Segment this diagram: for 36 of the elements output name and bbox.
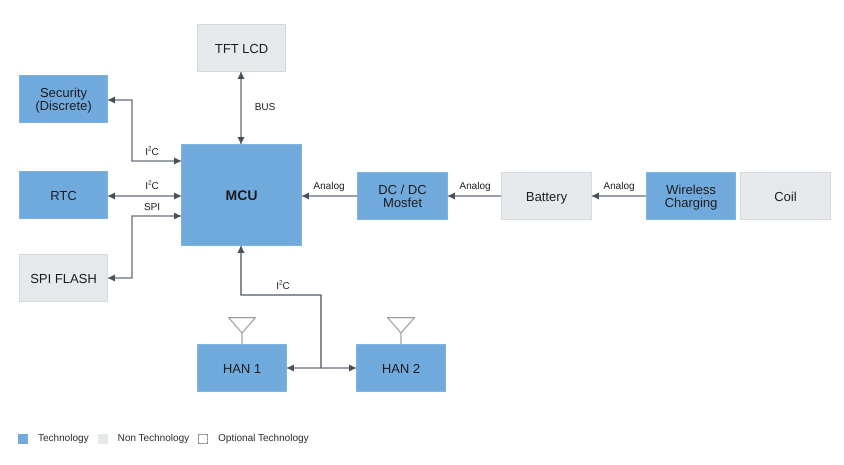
block-label: Security (Discrete) — [34, 86, 93, 112]
block-box — [181, 144, 302, 246]
block-box — [356, 344, 446, 392]
block-label: Coil — [773, 190, 798, 202]
block-label: RTC — [49, 188, 78, 202]
edge-label: Analog — [458, 181, 492, 193]
block-label: HAN 2 — [380, 362, 422, 374]
block-box — [357, 172, 448, 220]
block-box — [19, 171, 108, 219]
legend-text: Optional Technology — [218, 433, 309, 445]
edge-label: Analog — [602, 181, 636, 193]
edge-label: Analog — [312, 181, 346, 193]
block-box — [19, 75, 108, 123]
block-label: TFT LCD — [214, 42, 270, 54]
block-box — [197, 24, 286, 72]
block-label: SPI FLASH — [29, 272, 98, 284]
block-box — [646, 172, 736, 220]
connector-arrow — [238, 72, 244, 144]
connector-arrow — [592, 192, 646, 200]
legend-text: Non Technology — [118, 433, 190, 445]
block-label: HAN 1 — [222, 362, 262, 374]
block-box — [19, 254, 108, 302]
connector-arrow — [108, 212, 181, 282]
connector-arrow — [448, 192, 501, 200]
block-label: Wireless Charging — [664, 183, 718, 209]
connector-arrow — [108, 192, 181, 200]
block-label: MCU — [224, 188, 258, 202]
block-box — [501, 172, 592, 220]
connector-arrow — [302, 192, 357, 200]
legend-text: Technology — [38, 433, 89, 445]
connector-arrow — [108, 96, 181, 164]
block-label: Battery — [524, 190, 568, 202]
block-label: DC / DC Mosfet — [377, 183, 428, 209]
connector-arrow — [238, 246, 356, 372]
block-box — [197, 344, 287, 392]
block-box — [740, 172, 831, 220]
